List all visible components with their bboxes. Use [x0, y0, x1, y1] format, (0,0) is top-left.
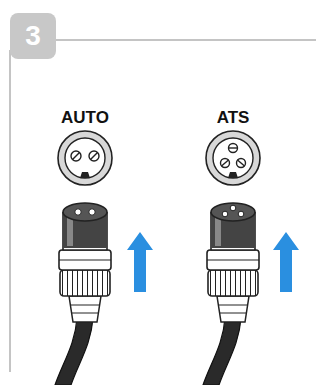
step-number: 3: [25, 20, 41, 52]
insert-arrow: [273, 232, 299, 292]
connector-name: ATS: [217, 108, 250, 128]
connector-name: AUTO: [61, 108, 109, 128]
auto-plug: [55, 203, 111, 385]
auto-socket: [58, 131, 112, 185]
ats-plug: [203, 203, 259, 385]
ats-socket: [206, 131, 260, 185]
step-badge: 3: [10, 13, 56, 59]
insert-arrow: [127, 232, 153, 292]
